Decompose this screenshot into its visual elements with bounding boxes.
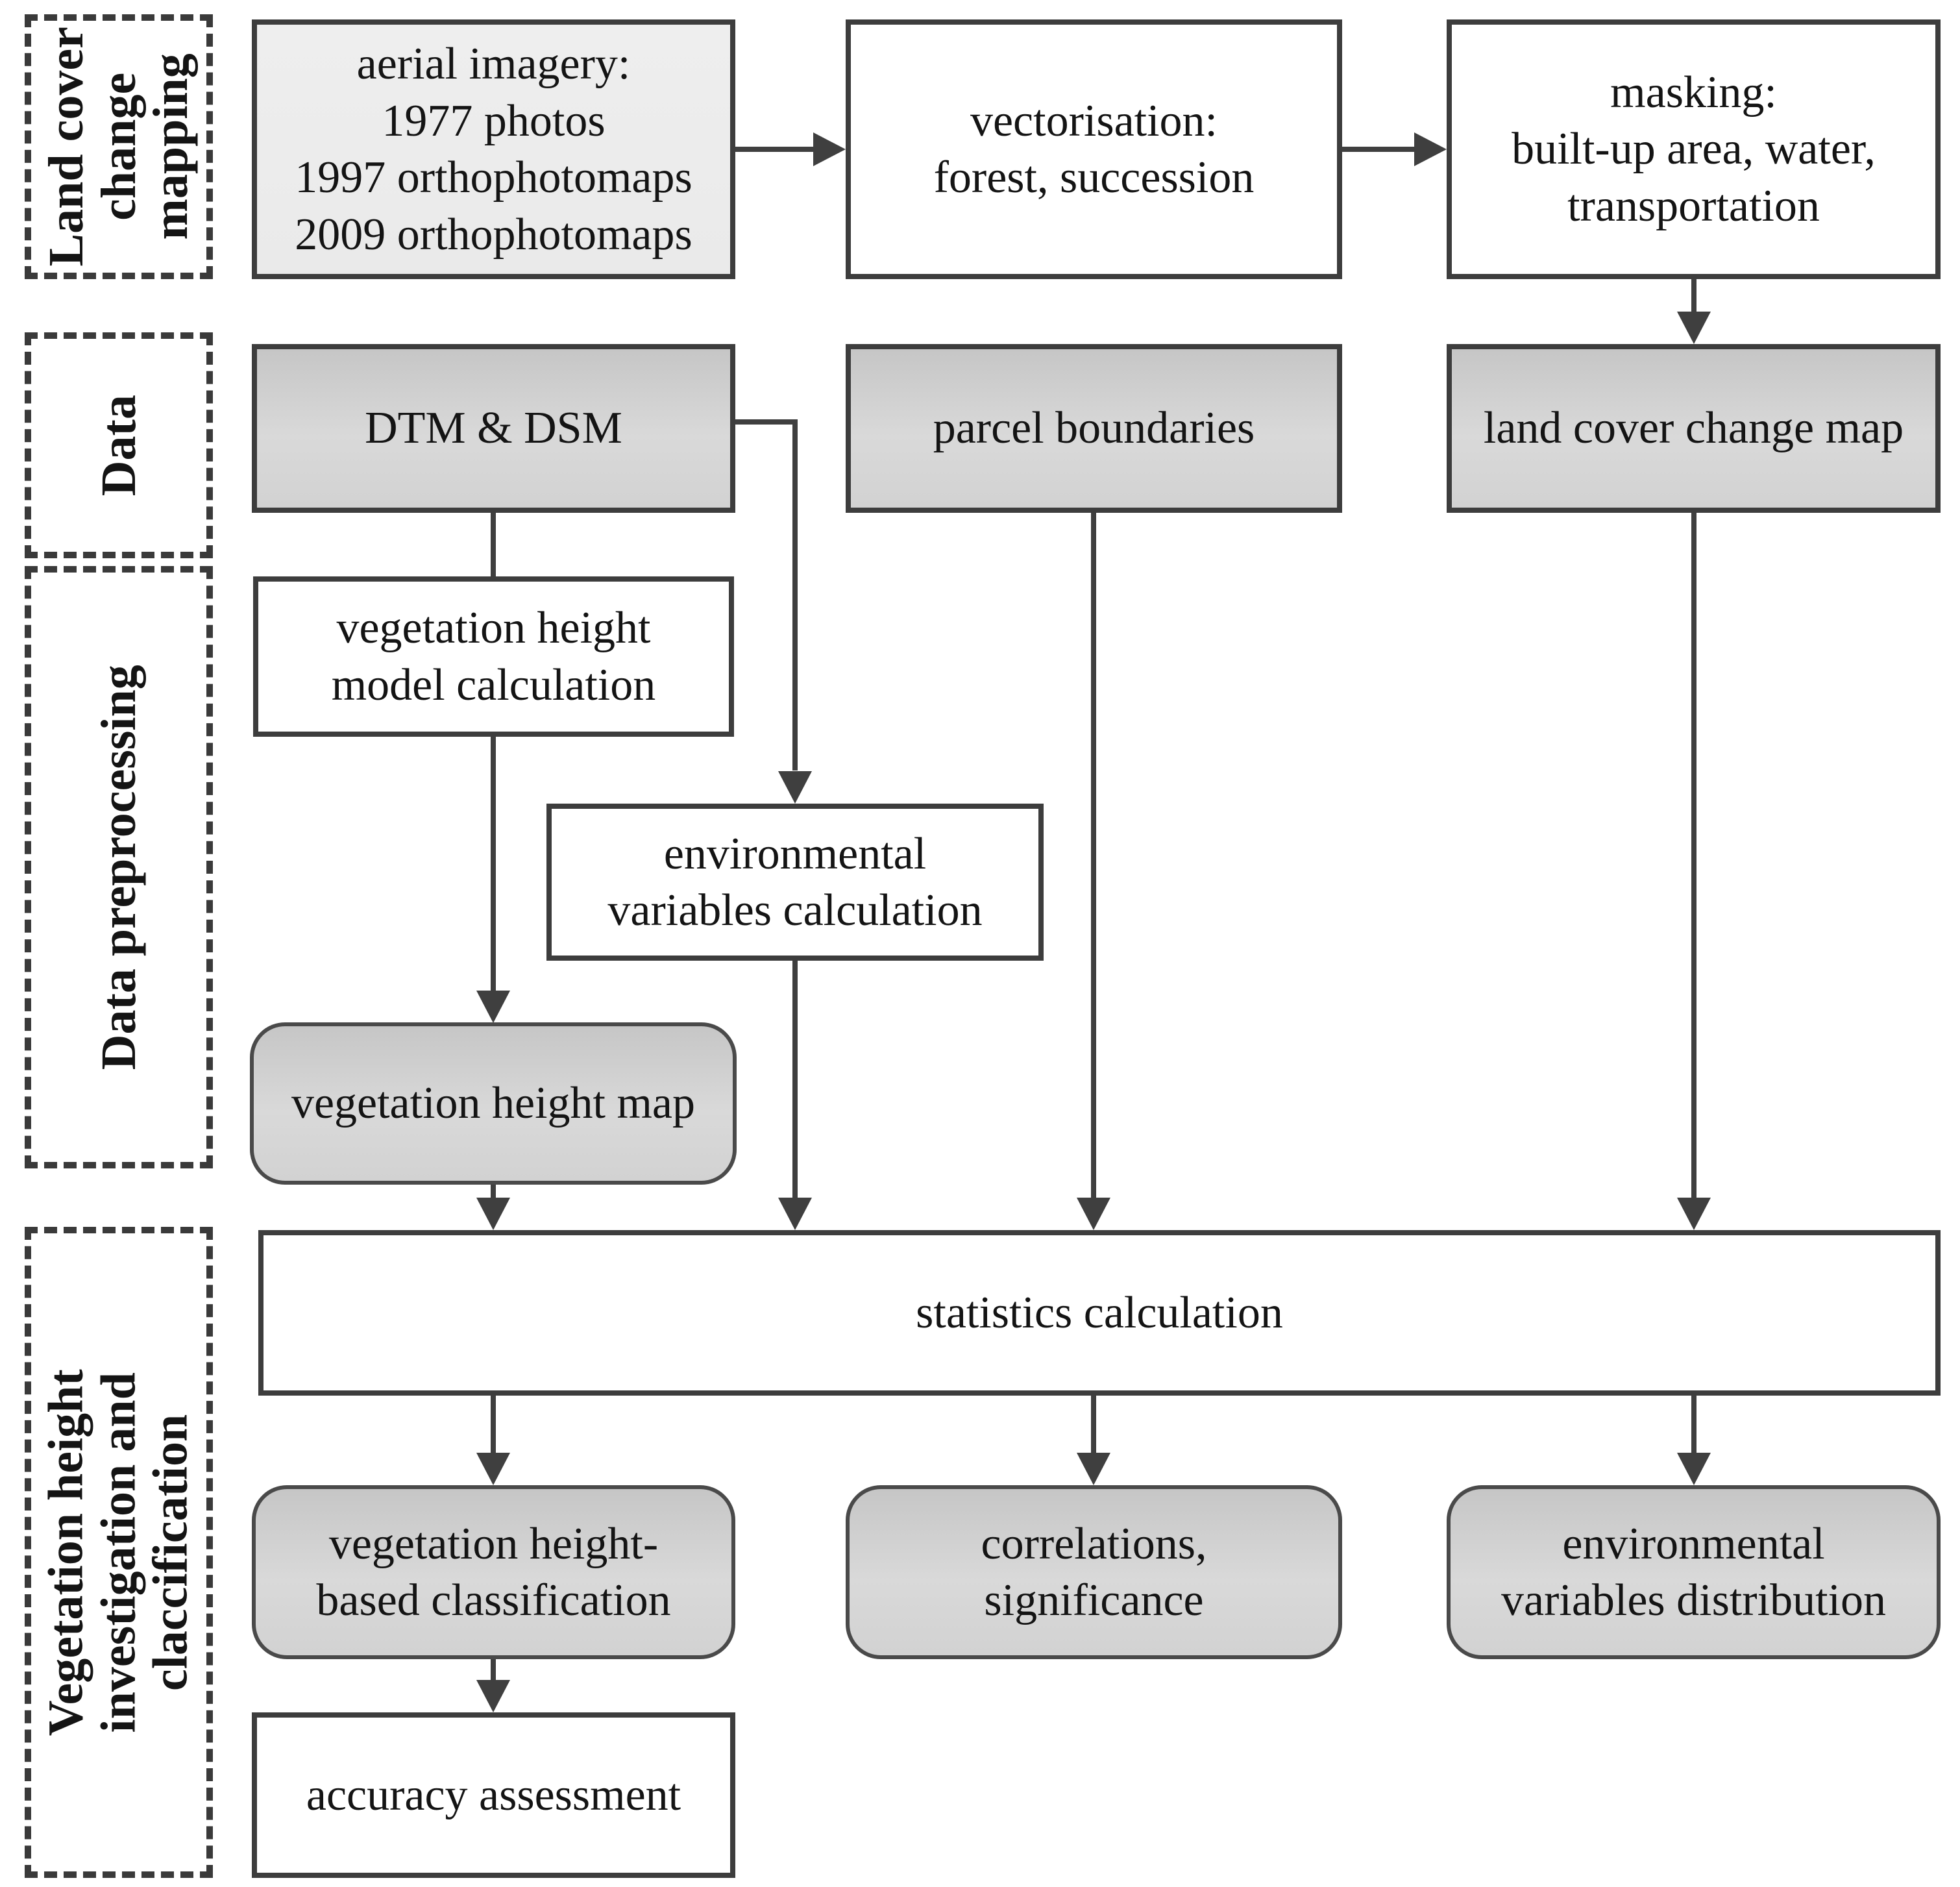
node-vegetation-height-model-calculation: vegetation height model calculation [253,576,734,737]
node-text-line: land cover change map [1483,403,1904,454]
label-line: mapping [143,53,199,240]
node-text-line: masking: [1610,67,1777,117]
label-line: Data preprocessing [91,664,146,1070]
connector-statistics-to-distribution [1691,1396,1697,1454]
connector-vectorisation-to-masking [1342,147,1415,152]
node-parcel-boundaries: parcel boundaries [846,344,1342,513]
node-text-line: significance [984,1575,1204,1625]
node-vegetation-height-based-classification: vegetation height- based classification [252,1485,735,1659]
node-land-cover-change-map: land cover change map [1447,344,1941,513]
node-text-line: transportation [1567,180,1820,231]
node-vegetation-height-map: vegetation height map [250,1022,737,1185]
section-label-text: Data [91,394,146,497]
connector-env-calc-to-statistics [792,961,798,1199]
arrowhead-down-icon [778,771,812,804]
node-text-line: 1977 photos [382,95,606,146]
node-aerial-imagery: aerial imagery: 1977 photos 1997 orthoph… [252,19,735,279]
node-text-line: model calculation [331,660,656,710]
label-line: Data [91,394,146,497]
node-text-line: environmental [663,828,927,879]
section-label-text: Vegetation height investigation and clac… [39,1368,199,1736]
node-text-line: based classification [316,1575,671,1625]
arrowhead-down-icon [476,1680,510,1712]
section-label-data-preprocessing: Data preprocessing [25,566,213,1168]
connector-height-map-to-statistics [491,1185,496,1199]
connector-classification-to-accuracy [491,1659,496,1681]
node-text-line: 1997 orthophotomaps [295,153,692,203]
label-line: claccification [143,1414,199,1691]
arrowhead-down-icon [1677,1198,1711,1230]
connector-change-map-to-statistics [1691,513,1697,1199]
arrowhead-down-icon [1077,1198,1110,1230]
section-label-text: Data preprocessing [91,664,146,1070]
arrowhead-down-icon [476,1198,510,1230]
connector-model-calc-to-height-map [491,737,496,992]
label-line: investigation and [91,1372,146,1733]
node-text-line: DTM & DSM [365,403,622,454]
node-text-line: statistics calculation [916,1287,1283,1338]
node-text-line: vegetation height [336,603,651,653]
node-text-line: correlations, [981,1518,1207,1569]
node-environmental-variables-calculation: environmental variables calculation [546,804,1044,961]
node-text-line: 2009 orthophotomaps [295,209,692,260]
node-text-line: variables distribution [1501,1575,1886,1625]
section-label-vegetation-height-investigation: Vegetation height investigation and clac… [25,1227,213,1878]
section-label-data: Data [25,332,213,558]
node-text-line: parcel boundaries [933,403,1255,454]
node-text-line: accuracy assessment [306,1770,681,1820]
arrowhead-down-icon [476,991,510,1023]
arrowhead-down-icon [476,1453,510,1485]
node-accuracy-assessment: accuracy assessment [252,1712,735,1878]
label-line: Land cover [39,27,94,267]
node-dtm-dsm: DTM & DSM [252,344,735,513]
node-text-line: vectorisation: [970,95,1218,146]
section-label-land-cover-change-mapping: Land cover change mapping [25,14,213,279]
node-text-line: built-up area, water, [1512,124,1876,175]
label-line: Vegetation height [39,1368,94,1736]
node-environmental-variables-distribution: environmental variables distribution [1447,1485,1941,1659]
arrowhead-down-icon [1677,1453,1711,1485]
node-vectorisation: vectorisation: forest, succession [846,19,1342,279]
connector-aerial-to-vectorisation [735,147,815,152]
node-text-line: vegetation height map [291,1078,696,1129]
arrowhead-right-icon [813,132,846,166]
label-line: change [91,72,146,221]
arrowhead-down-icon [1077,1453,1110,1485]
node-masking: masking: built-up area, water, transport… [1447,19,1941,279]
node-text-line: forest, succession [933,153,1255,203]
connector-statistics-to-classification [491,1396,496,1454]
arrowhead-down-icon [778,1198,812,1230]
connector-dtm-to-env-calc-vertical [792,419,798,771]
connector-parcel-to-statistics [1091,513,1096,1199]
node-text-line: variables calculation [607,885,983,935]
connector-dtm-to-env-calc-horizontal [735,419,798,425]
arrowhead-right-icon [1414,132,1447,166]
node-statistics-calculation: statistics calculation [258,1230,1941,1396]
node-text-line: environmental [1562,1518,1825,1569]
node-text-line: aerial imagery: [356,39,631,89]
connector-statistics-to-correlations [1091,1396,1096,1454]
connector-masking-to-land-cover-change-map [1691,279,1697,313]
section-label-text: Land cover change mapping [39,27,199,267]
arrowhead-down-icon [1677,312,1711,344]
node-correlations-significance: correlations, significance [846,1485,1342,1659]
connector-dtm-to-model-calculation [491,513,496,576]
node-text-line: vegetation height- [328,1518,659,1569]
